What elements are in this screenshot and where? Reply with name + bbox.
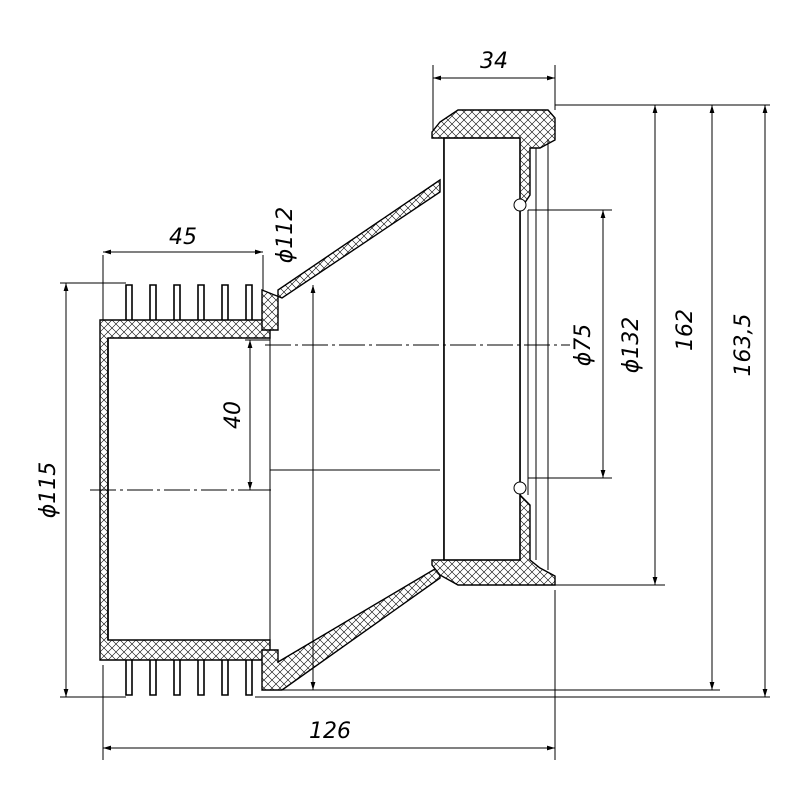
large-socket bbox=[431, 109, 556, 586]
label-132: ϕ132 bbox=[619, 317, 644, 374]
cone-section bbox=[261, 178, 441, 691]
label-115: ϕ115 bbox=[36, 462, 61, 519]
top-fins bbox=[125, 284, 253, 320]
label-112: ϕ112 bbox=[273, 207, 298, 264]
label-162: 162 bbox=[673, 309, 698, 351]
label-75: ϕ75 bbox=[571, 324, 596, 367]
label-163-5: 163,5 bbox=[731, 314, 756, 377]
bottom-fins bbox=[125, 660, 253, 696]
label-126: 126 bbox=[309, 719, 351, 744]
label-45: 45 bbox=[169, 225, 197, 250]
label-34: 34 bbox=[480, 49, 508, 74]
label-40: 40 bbox=[221, 401, 246, 429]
